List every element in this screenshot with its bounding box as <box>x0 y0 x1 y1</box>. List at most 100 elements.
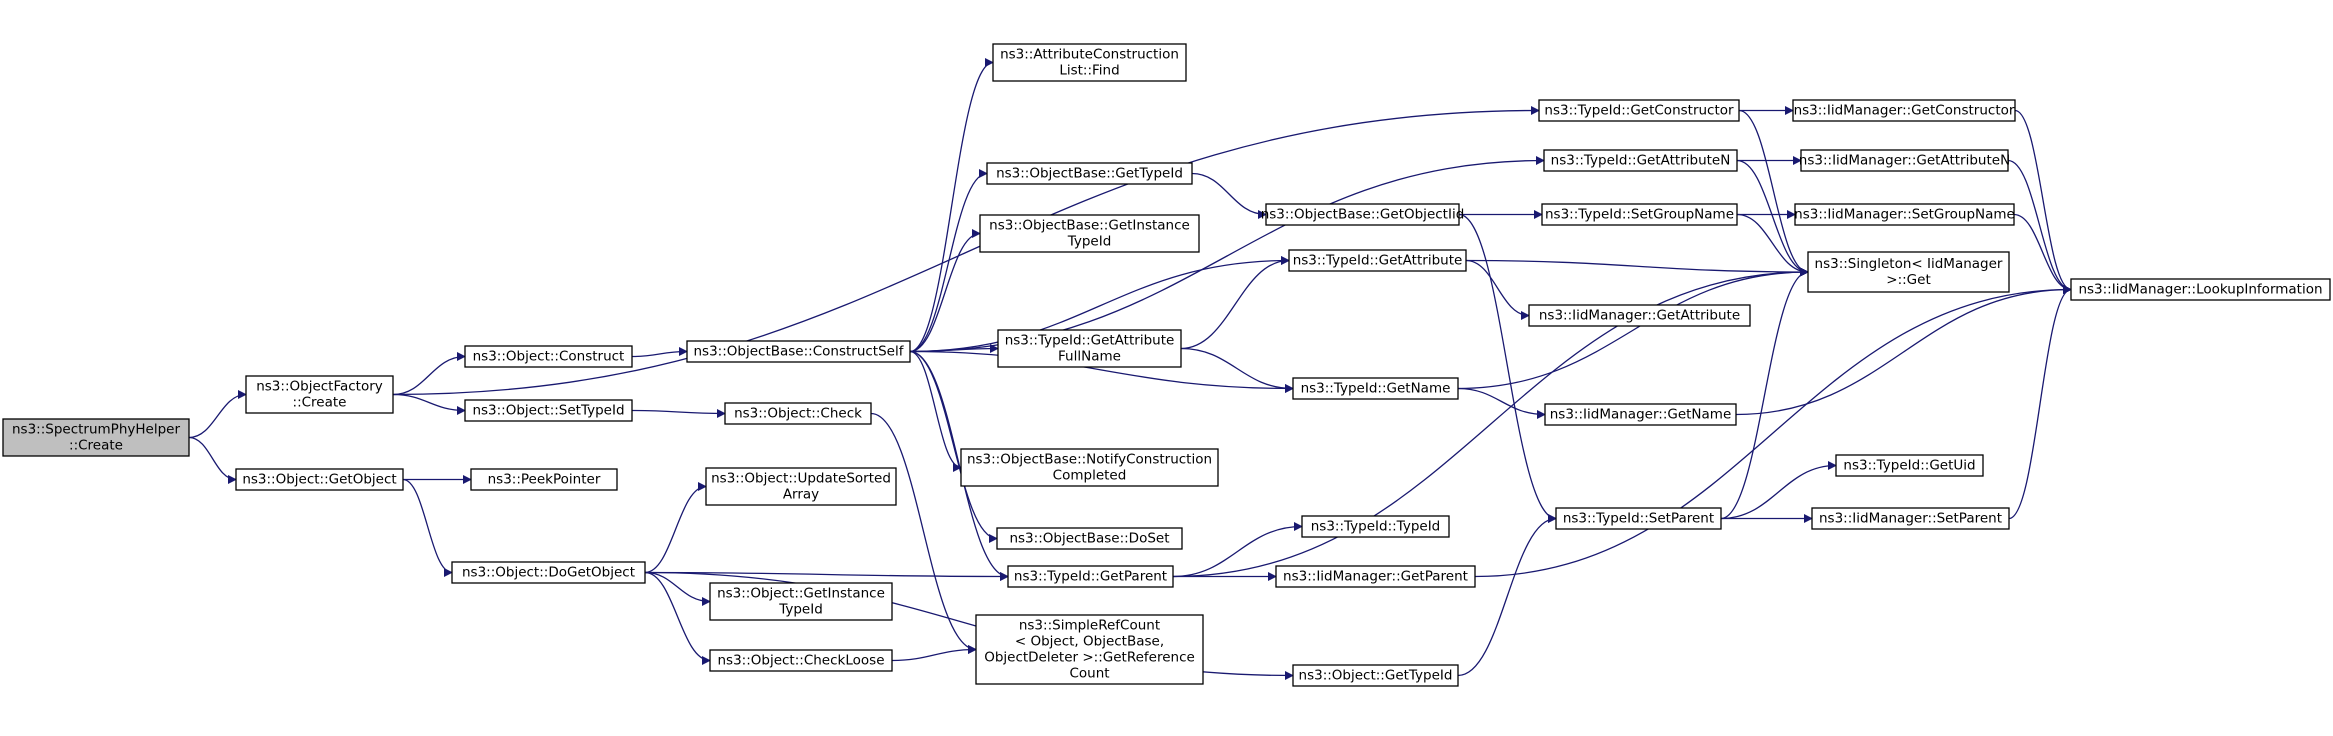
edge-of_create-to-obj_settypeid <box>392 393 466 415</box>
node-iid-getattributen[interactable]: ns3::IidManager::GetAttributeN <box>1799 149 2010 172</box>
node-label-line: ns3::TypeId::GetConstructor <box>1544 103 1734 119</box>
node-box <box>709 582 893 621</box>
node-tid-setparent[interactable]: ns3::TypeId::SetParent <box>1555 507 1722 530</box>
edge-tid_setparent-to-singleton_get <box>1720 267 1809 520</box>
node-iid-getattribute[interactable]: ns3::IidManager::GetAttribute <box>1528 304 1751 327</box>
node-label-line: ns3::ObjectBase::DoSet <box>1009 531 1169 547</box>
node-obj-check[interactable]: ns3::Object::Check <box>724 402 872 425</box>
edge-root-to-of_create <box>188 390 247 439</box>
edge-iid_getparent-to-iid_lookup <box>1474 285 2072 578</box>
node-ob-getobjectiid[interactable]: ns3::ObjectBase::GetObjectIid <box>1261 203 1465 226</box>
node-label-line: ::Create <box>293 395 347 411</box>
edge-tid_getattrfull-to-tid_getname <box>1180 347 1294 393</box>
edge-arrow <box>1457 267 1809 390</box>
edge-arrow <box>1735 285 2072 416</box>
node-obj-dogetobject[interactable]: ns3::Object::DoGetObject <box>451 561 646 584</box>
node-iid-getconstructor[interactable]: ns3::IidManager::GetConstructor <box>1792 99 2016 122</box>
node-box <box>975 614 1204 685</box>
edge-arrow <box>1172 267 1809 578</box>
edge-obj_dogetobject-to-obj_getinstance <box>644 571 711 606</box>
edge-arrow <box>1474 285 2072 578</box>
node-iid-getname[interactable]: ns3::IidManager::GetName <box>1544 403 1737 426</box>
edge-ob_getobjectiid-to-tid_setparent <box>1458 213 1557 523</box>
node-label-line: ns3::TypeId::GetAttributeN <box>1551 153 1731 169</box>
node-label-line: ns3::ObjectBase::GetTypeId <box>996 166 1183 182</box>
node-label-line: TypeId <box>1067 234 1112 250</box>
node-obj-settypeid[interactable]: ns3::Object::SetTypeId <box>464 399 633 422</box>
node-tid-typeid[interactable]: ns3::TypeId::TypeId <box>1301 515 1450 538</box>
node-iid-setparent[interactable]: ns3::IidManager::SetParent <box>1811 507 2010 530</box>
node-root: ns3::SpectrumPhyHelper::Create <box>2 418 190 457</box>
node-box <box>1007 565 1174 588</box>
edge-obj_settypeid-to-obj_check <box>631 408 726 418</box>
node-label-line: ns3::SpectrumPhyHelper <box>12 422 180 438</box>
edge-tid_getattribute-to-iid_getattribute <box>1465 259 1530 320</box>
node-box <box>960 448 1219 487</box>
edge-arrow <box>631 408 726 418</box>
edge-layer <box>188 58 2072 680</box>
edge-arrow <box>1180 256 1290 350</box>
edge-tid_setgroupname-to-singleton_get <box>1736 213 1809 277</box>
node-iid-setgroupname[interactable]: ns3::IidManager::SetGroupName <box>1794 203 2015 226</box>
node-tid-getconstructor[interactable]: ns3::TypeId::GetConstructor <box>1538 99 1740 122</box>
node-ob-constructself[interactable]: ns3::ObjectBase::ConstructSelf <box>686 340 911 363</box>
node-srefcount[interactable]: ns3::SimpleRefCount< Object, ObjectBase,… <box>975 614 1204 685</box>
node-tid-getattribute[interactable]: ns3::TypeId::GetAttribute <box>1288 249 1467 272</box>
edge-arrow <box>1738 109 1809 277</box>
edge-arrow <box>1465 259 1809 277</box>
node-singleton-get[interactable]: ns3::Singleton< IidManager >::Get <box>1807 251 2010 293</box>
edge-arrow <box>909 58 994 353</box>
node-ob-notify[interactable]: ns3::ObjectBase::NotifyConstructionCompl… <box>960 448 1219 487</box>
edge-ob_gettypeid-to-ob_getobjectiid <box>1191 172 1267 219</box>
node-label-line: ns3::IidManager::GetConstructor <box>1794 103 2015 119</box>
node-label-line: ns3::TypeId::SetParent <box>1563 511 1714 527</box>
edge-arrow <box>631 347 688 358</box>
edge-iid_setgroupname-to-iid_lookup <box>2013 213 2072 294</box>
edge-obj_dogetobject-to-obj_checkloose <box>644 571 711 665</box>
node-iid-lookup[interactable]: ns3::IidManager::LookupInformation <box>2070 278 2331 301</box>
node-tid-setgroupname[interactable]: ns3::TypeId::SetGroupName <box>1541 203 1738 226</box>
node-iid-getparent[interactable]: ns3::IidManager::GetParent <box>1275 565 1476 588</box>
node-box <box>1288 249 1467 272</box>
node-obj-getobject[interactable]: ns3::Object::GetObject <box>235 468 404 491</box>
edge-tid_setparent-to-tid_getuid <box>1720 461 1837 520</box>
edge-arrow <box>2013 213 2072 294</box>
node-box <box>1275 565 1476 588</box>
node-ob-gettypeid[interactable]: ns3::ObjectBase::GetTypeId <box>986 162 1193 185</box>
node-label-line: Completed <box>1053 468 1127 484</box>
node-tid-getattributen[interactable]: ns3::TypeId::GetAttributeN <box>1543 149 1738 172</box>
edge-tid_getattributen-to-singleton_get <box>1736 159 1809 277</box>
node-peekpointer[interactable]: ns3::PeekPointer <box>470 468 618 491</box>
edge-ob_constructself-to-ob_gettypeid <box>909 169 988 353</box>
node-of-create[interactable]: ns3::ObjectFactory::Create <box>245 375 394 414</box>
edge-arrow <box>1720 461 1837 520</box>
edge-obj_check-to-srefcount <box>870 412 977 654</box>
edge-arrow <box>402 478 453 577</box>
node-label-line: < Object, ObjectBase, <box>1015 634 1164 650</box>
node-obj-checkloose[interactable]: ns3::Object::CheckLoose <box>709 649 893 672</box>
edge-arrow <box>1458 213 1557 523</box>
node-tid-getparent[interactable]: ns3::TypeId::GetParent <box>1007 565 1174 588</box>
node-box <box>709 649 893 672</box>
node-obj-construct[interactable]: ns3::Object::Construct <box>464 345 633 368</box>
node-ob-doset[interactable]: ns3::ObjectBase::DoSet <box>996 527 1183 550</box>
node-tid-getuid[interactable]: ns3::TypeId::GetUid <box>1835 454 1984 477</box>
node-label-line: ns3::TypeId::GetAttribute <box>1005 333 1175 349</box>
edge-ob_constructself-to-ob_notify <box>909 350 962 472</box>
node-label-line: ns3::ObjectBase::ConstructSelf <box>694 344 905 360</box>
edge-arrow <box>909 229 981 353</box>
node-obj-gettypeid[interactable]: ns3::Object::GetTypeId <box>1292 664 1459 687</box>
edge-arrow <box>2014 109 2072 294</box>
edge-tid_getname-to-iid_getname <box>1457 387 1546 419</box>
edge-arrow <box>909 256 1290 353</box>
node-box <box>1792 99 2016 122</box>
node-label-line: ns3::IidManager::SetGroupName <box>1794 207 2015 223</box>
node-label-line: Array <box>783 487 819 503</box>
node-tid-getname[interactable]: ns3::TypeId::GetName <box>1292 377 1459 400</box>
edge-arrow <box>392 393 466 415</box>
